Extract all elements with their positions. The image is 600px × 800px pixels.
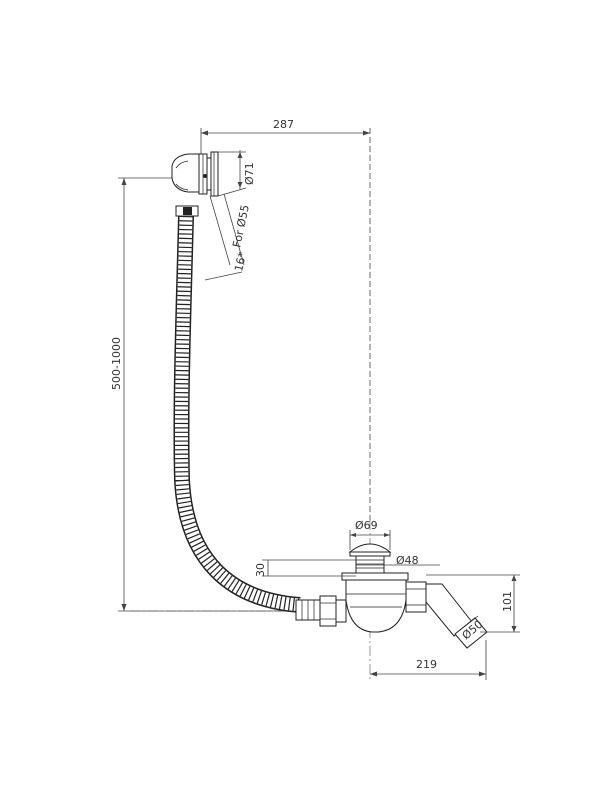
label-dia48: Ø48: [396, 554, 419, 567]
dim-top-width: 287: [200, 118, 371, 520]
flexible-hose: [173, 215, 301, 613]
drain-assembly: [295, 543, 488, 649]
label-dia71: Ø71: [243, 162, 256, 185]
label-16: 16*: [232, 250, 249, 272]
overflow-head: [171, 151, 219, 217]
label-287: 287: [273, 118, 294, 131]
label-500-1000: 500-1000: [110, 337, 123, 390]
label-219: 219: [416, 658, 437, 671]
label-101: 101: [501, 591, 514, 612]
label-for-dia55: For Ø55: [230, 204, 252, 249]
label-dia69: Ø69: [355, 519, 378, 532]
label-30: 30: [254, 563, 267, 577]
